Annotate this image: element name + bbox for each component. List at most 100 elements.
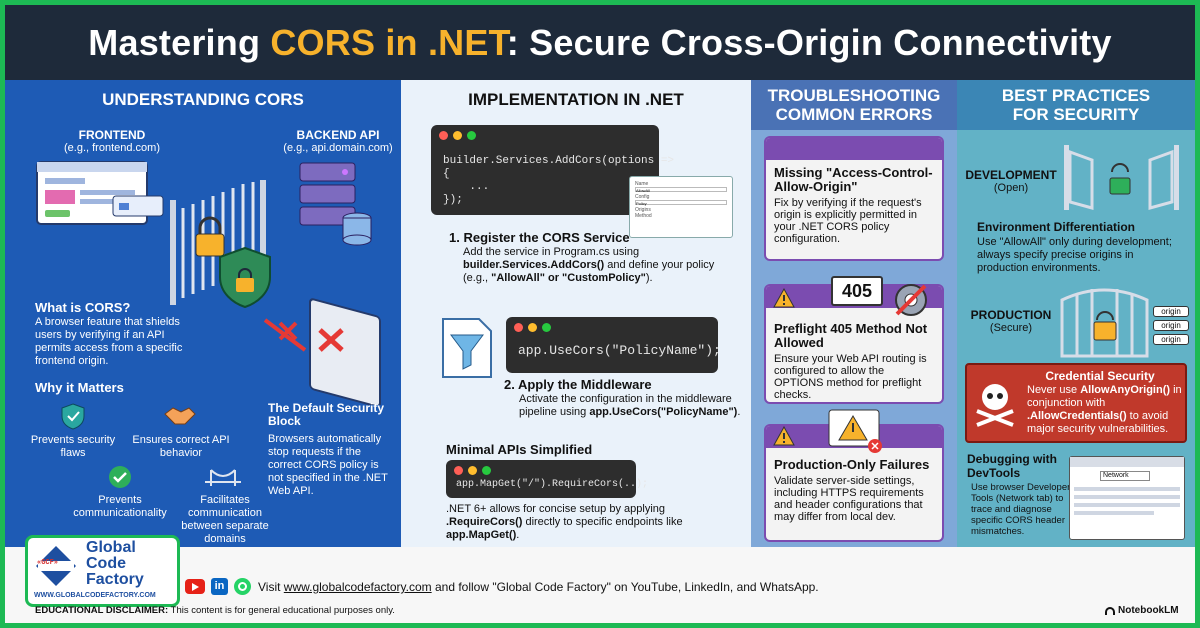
text-run: builder.Services.AddCors() [463,259,605,271]
devtools-row [1074,511,1154,515]
error-card-production-only: Production-Only Failures Validate server… [764,424,944,542]
form-field-value: AllowAll [635,187,727,193]
form-field-label: Config [635,194,650,200]
code-window-mapget: app.MapGet("/").RequireCors(..); [446,460,648,498]
config-form-preview: Name AllowAll Config Policy Origins Meth… [629,176,733,238]
understanding-heading: UNDERSTANDING CORS [102,90,304,109]
devtools-row [1074,503,1180,507]
footer: «GCF» Global Code Factory WWW.GLOBALCODE… [5,535,1195,623]
logo-url: WWW.GLOBALCODEFACTORY.COM [34,592,156,599]
title-part1: Mastering [88,21,271,63]
text-run: .AllowCredentials() [1027,410,1127,422]
implementation-heading: IMPLEMENTATION IN .NET [468,90,684,109]
devtools-row [1074,487,1180,491]
text-run: app.UseCors("PolicyName") [589,406,738,418]
footer-visit-text: Visit www.globalcodefactory.com and foll… [258,580,819,594]
step2-title: 2. Apply the Middleware [504,377,652,392]
skull-crossbones-icon [976,384,1014,427]
code-line: builder.Services.AddCors(options => [443,155,675,167]
check-circle-icon [109,466,131,488]
debugging-text: Use browser Developer Tools (Network tab… [971,482,1071,537]
credential-security-text: Never use AllowAnyOrigin() in conjunctio… [1027,384,1185,436]
debugging-title: Debugging with DevTools [967,452,1057,480]
what-is-cors-text: A browser feature that shields users by … [35,316,183,367]
env-diff-text: Use "AllowAll" only during development; … [977,236,1172,274]
env-diff-title: Environment Differentiation [977,220,1136,234]
disclaimer: EDUCATIONAL DISCLAIMER: This content is … [35,605,395,616]
benefit-3: Facilitates communication between separa… [181,494,269,545]
origin-tag: origin [1153,306,1189,317]
window-controls [454,466,491,475]
minimal-apis-title: Minimal APIs Simplified [446,442,593,457]
bridge-icon [205,469,241,486]
devtools-row [1074,495,1180,499]
disclaimer-label: EDUCATIONAL DISCLAIMER: [35,605,169,616]
text-run: app.MapGet() [446,529,517,541]
title-highlight: CORS in .NET [270,21,507,63]
open-gate-icon [1064,145,1179,210]
frontend-label: FRONTEND [78,128,146,142]
title-part2: : Secure Cross-Origin Connectivity [506,21,1112,63]
text-run: AllowAnyOrigin() [1080,384,1171,396]
global-code-factory-logo[interactable]: «GCF» Global Code Factory WWW.GLOBALCODE… [25,535,180,607]
window-controls [439,131,476,140]
text-run: to avoid major security vulnerabilities. [1027,410,1169,435]
devtools-titlebar [1070,457,1184,467]
text-run: .NET 6+ allows for concise setup by appl… [446,503,665,515]
text-run: . [737,406,741,418]
form-field-value: Policy [635,200,727,206]
text-run: Activate the configuration in the middle… [519,393,732,418]
heading-line: FOR SECURITY [1012,105,1140,124]
website-link[interactable]: www.globalcodefactory.com [283,580,432,594]
warning-icon [773,288,795,308]
code-line: ... [443,181,490,193]
text-run: and follow "Global Code Factory" on YouT… [431,580,819,594]
production-sub: (Secure) [989,322,1033,334]
production-label: PRODUCTION [970,308,1052,322]
error-title: Production-Only Failures [774,457,930,472]
benefit-0: Prevents security flaws [30,434,116,459]
text-run: . [516,529,520,541]
step1-title: 1. Register the CORS Service [449,230,630,245]
code-block-mapget: app.MapGet("/").RequireCors(..); [456,479,649,490]
form-field-label: Method [635,213,652,219]
broken-gear-icon [895,284,927,316]
code-block-addcors: builder.Services.AddCors(options =>{ ...… [443,155,674,207]
origin-tag: origin [1153,334,1189,345]
heading-line: BEST PRACTICES [1001,86,1151,105]
backend-label: BACKEND API [296,128,380,142]
disclaimer-text: This content is for general educational … [168,605,395,616]
code-window-usecors: app.UseCors("PolicyName"); [506,317,721,373]
status-405-badge: 405 [831,276,883,306]
whatsapp-icon[interactable] [234,578,251,595]
card-band [766,138,942,160]
error-text: Fix by verifying if the request's origin… [774,197,922,245]
text-run: .RequireCors() [446,516,523,528]
warning-icon [773,426,795,446]
credential-security-title: Credential Security [1045,369,1155,383]
notebooklm-icon [1105,606,1115,615]
linkedin-icon[interactable]: in [211,578,228,595]
development-label: DEVELOPMENT [965,168,1057,182]
why-it-matters-title: Why it Matters [35,380,124,395]
default-block-text: Browsers automatically stop requests if … [268,433,388,497]
text-run: and define your policy (e.g., [463,259,715,284]
origin-tag: origin [1153,320,1189,331]
logo-line2: Code [86,555,126,572]
frontend-sub: (e.g., frontend.com) [64,142,160,154]
text-run: ). [645,272,653,284]
blocked-request-icon [263,298,381,405]
page-title: Mastering CORS in .NET: Secure Cross-Ori… [88,22,1111,64]
error-text: Ensure your Web API routing is configure… [774,353,927,401]
heading-line: COMMON ERRORS [775,105,933,124]
text-run: Never use [1027,384,1081,396]
handshake-icon [164,407,196,425]
youtube-icon[interactable] [185,579,205,594]
benefit-2: Prevents communicationality [73,494,167,519]
text-run: Add the service in Program.cs using [463,246,640,258]
development-sub: (Open) [993,182,1029,194]
code-block-usecors: app.UseCors("PolicyName"); [518,343,721,358]
